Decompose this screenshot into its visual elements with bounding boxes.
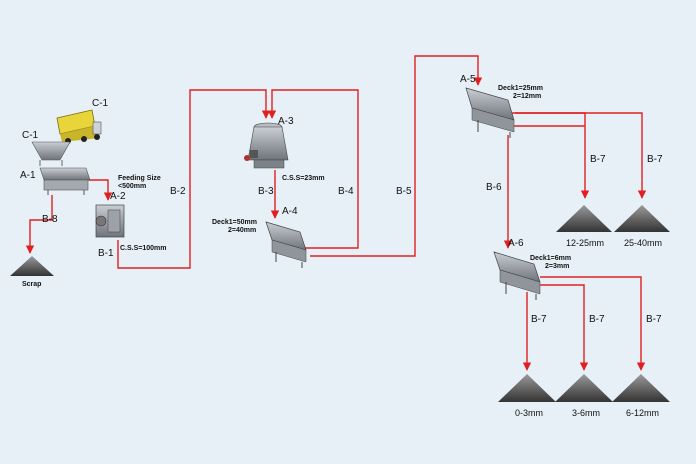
flow-screen1-return (267, 89, 359, 249)
label-belt-b7: B-7 (646, 314, 662, 325)
label-screen-3: A-6 (508, 238, 524, 249)
note-feeding-size: Feeding Size (118, 175, 161, 182)
label-belt-b7: B-7 (589, 314, 605, 325)
stockpiles (10, 205, 670, 402)
hopper-icon (31, 141, 71, 166)
flow-screen3-to-6-12 (540, 276, 646, 371)
stockpile-icon (555, 374, 613, 402)
label-cone-crusher: A-3 (278, 116, 294, 127)
label-belt-b7: B-7 (647, 154, 663, 165)
stockpile-icon (614, 205, 670, 232)
label-belt-b2: B-2 (170, 186, 186, 197)
vibrating-screen-icon (465, 87, 515, 138)
stockpile-icon (612, 374, 670, 402)
label-jaw-crusher: A-2 (110, 191, 126, 202)
flow-screen2-to-25-40 (512, 112, 642, 198)
cone-crusher-icon (244, 122, 289, 169)
label-belt-b1: B-1 (98, 248, 114, 259)
note-a4-deck-1: Deck1=50mm (212, 219, 257, 226)
flow-feeder-to-scrap (25, 195, 53, 254)
label-belt-b3: B-3 (258, 186, 274, 197)
jaw-crusher-icon (95, 204, 125, 238)
flow-jaw-to-cone (117, 89, 271, 269)
label-truck: C-1 (92, 98, 109, 109)
label-product-25-40: 25-40mm (624, 238, 662, 248)
note-a6-deck-1: Deck1=6mm (530, 255, 571, 262)
note-a6-deck-2: 2=3mm (545, 263, 569, 270)
stockpile-icon (556, 205, 612, 232)
flow-feeder-to-jaw (88, 179, 113, 201)
label-product-0-3: 0-3mm (515, 408, 543, 418)
flow-screen3-to-3-6 (535, 284, 589, 371)
label-screen-1: A-4 (282, 206, 298, 217)
flow-lines (25, 55, 646, 371)
label-belt-b7: B-7 (590, 154, 606, 165)
vibrating-screen-icon (493, 251, 541, 300)
label-scrap: Scrap (22, 281, 41, 288)
note-a5-deck-1: Deck1=25mm (498, 85, 543, 92)
note-a5-deck-2: 2=12mm (513, 93, 541, 100)
label-belt-b8: B-8 (42, 214, 58, 225)
stockpile-icon (10, 256, 54, 276)
note-css-cone: C.S.S=23mm (282, 175, 325, 182)
note-feeding-size-value: <500mm (118, 183, 146, 190)
label-product-12-25: 12-25mm (566, 238, 604, 248)
dump-truck-icon (56, 109, 102, 144)
note-css-jaw: C.S.S=100mm (120, 245, 167, 252)
label-product-3-6: 3-6mm (572, 408, 600, 418)
label-product-6-12: 6-12mm (626, 408, 659, 418)
label-belt-b6: B-6 (486, 182, 502, 193)
vibrating-screen-icon (265, 221, 307, 268)
label-screen-2: A-5 (460, 74, 476, 85)
label-belt-b4: B-4 (338, 186, 354, 197)
label-hopper: C-1 (22, 130, 39, 141)
label-belt-b5: B-5 (396, 186, 412, 197)
note-a4-deck-2: 2=40mm (228, 227, 256, 234)
label-feeder: A-1 (20, 170, 36, 181)
stockpile-icon (498, 374, 556, 402)
label-belt-b7: B-7 (531, 314, 547, 325)
vibrating-feeder-icon (39, 167, 91, 195)
flow-screen1-to-screen2 (310, 55, 483, 257)
